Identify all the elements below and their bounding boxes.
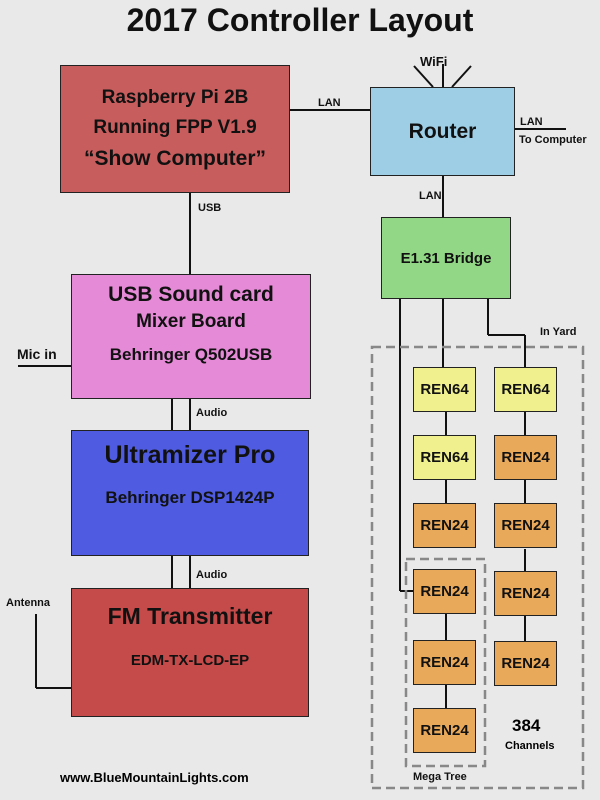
in-yard-label: In Yard xyxy=(540,326,577,338)
raspberry-pi-box: Raspberry Pi 2B Running FPP V1.9 “Show C… xyxy=(60,65,290,193)
usb-ultra-audio-label: Audio xyxy=(196,407,228,419)
controller-ren24: REN24 xyxy=(494,641,557,686)
controller-ren24: REN24 xyxy=(494,435,557,480)
usb-line3: Behringer Q502USB xyxy=(109,345,273,364)
fm-line2: EDM-TX-LCD-EP xyxy=(130,652,250,669)
pi-line2: Running FPP V1.9 xyxy=(93,117,257,138)
ultra-line1: Ultramizer Pro xyxy=(104,441,276,469)
page-title: 2017 Controller Layout xyxy=(126,2,474,38)
mega-tree-label: Mega Tree xyxy=(413,771,467,783)
channels-count: 384 xyxy=(512,716,541,735)
router-lan-out-label: LAN xyxy=(520,116,543,128)
controller-ren24-mega-tree: REN24 xyxy=(413,640,476,685)
e131-bridge-box: E1.31 Bridge xyxy=(381,217,511,299)
ultra-fm-audio-label: Audio xyxy=(196,569,228,581)
fm-line1: FM Transmitter xyxy=(107,603,273,629)
bridge-label: E1.31 Bridge xyxy=(400,249,492,267)
controller-ren24-mega-tree: REN24 xyxy=(413,708,476,753)
router-label: Router xyxy=(408,119,477,143)
channels-label: Channels xyxy=(505,740,555,752)
antenna-label: Antenna xyxy=(6,597,50,609)
usb-line2: Mixer Board xyxy=(136,311,246,332)
router-bridge-lan-label: LAN xyxy=(419,190,442,202)
router-box: Router xyxy=(370,87,515,176)
mic-in-label: Mic in xyxy=(17,346,57,362)
controller-ren24-mega-tree: REN24 xyxy=(413,569,476,614)
pi-line3: “Show Computer” xyxy=(84,147,266,170)
usb-sound-card-box: USB Sound card Mixer Board Behringer Q50… xyxy=(71,274,311,399)
fm-transmitter-box: FM Transmitter EDM-TX-LCD-EP xyxy=(71,588,309,717)
controller-ren64: REN64 xyxy=(413,435,476,480)
pi-line1: Raspberry Pi 2B xyxy=(101,87,249,108)
wifi-label: WiFi xyxy=(420,54,448,69)
controller-ren64: REN64 xyxy=(413,367,476,412)
pi-usb-label: USB xyxy=(198,202,222,214)
ultra-line2: Behringer DSP1424P xyxy=(105,488,275,507)
controller-ren64: REN64 xyxy=(494,367,557,412)
usb-line1: USB Sound card xyxy=(108,283,274,306)
ultramizer-box: Ultramizer Pro Behringer DSP1424P xyxy=(71,430,309,556)
to-computer-label: To Computer xyxy=(519,134,587,146)
controller-ren24: REN24 xyxy=(494,571,557,616)
pi-router-lan-label: LAN xyxy=(318,97,341,109)
controller-ren24: REN24 xyxy=(413,503,476,548)
controller-ren24: REN24 xyxy=(494,503,557,548)
footer-url: www.BlueMountainLights.com xyxy=(60,770,249,785)
